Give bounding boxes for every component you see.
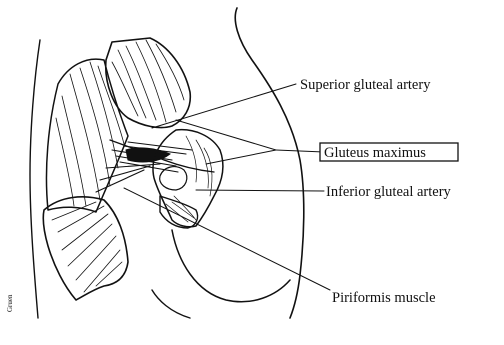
label-superior-gluteal-artery: Superior gluteal artery <box>300 77 431 93</box>
gluteus-inner-flap <box>153 130 223 227</box>
left-body-contour <box>30 40 40 318</box>
leader-lines <box>124 84 330 290</box>
leader-gluteus-maximus-b <box>206 150 276 164</box>
flap-opening <box>160 167 187 190</box>
labels: Superior gluteal artery Gluteus maximus … <box>300 77 458 306</box>
gluteus-maximus-upper-flap <box>106 38 191 128</box>
artist-signature: Gruen <box>6 294 14 312</box>
leader-superior-gluteal-artery <box>152 84 296 128</box>
leader-gluteus-maximus-c <box>276 150 324 152</box>
leader-piriformis-muscle <box>124 188 330 290</box>
label-piriformis-muscle: Piriformis muscle <box>332 290 436 306</box>
lower-contour <box>152 290 190 318</box>
label-inferior-gluteal-artery: Inferior gluteal artery <box>326 184 452 200</box>
left-muscle-mass <box>46 59 128 212</box>
body-outline <box>30 8 304 318</box>
leader-inferior-gluteal-artery <box>196 190 324 191</box>
label-gluteus-maximus: Gluteus maximus <box>324 145 426 161</box>
gluteus-maximus-lower-flap <box>43 197 128 300</box>
